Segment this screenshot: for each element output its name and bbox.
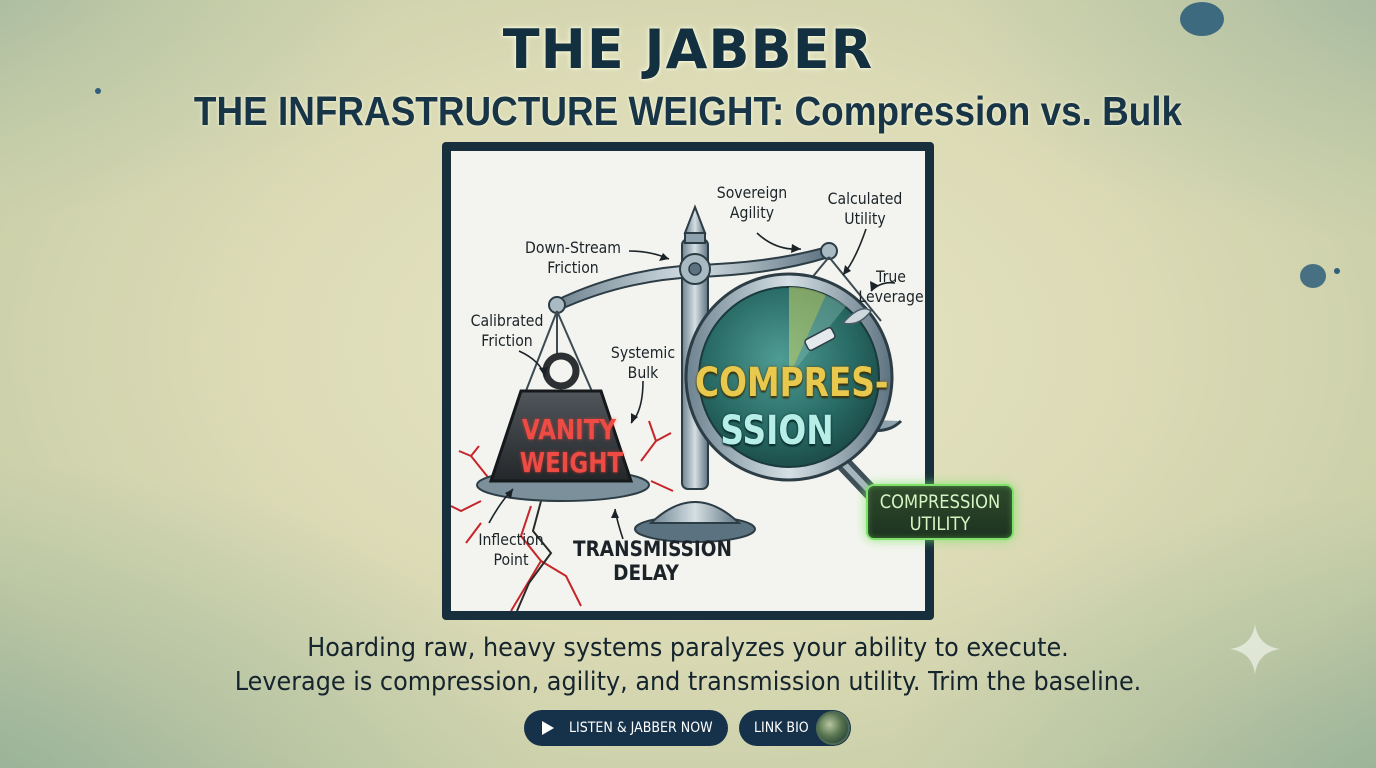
scale-base-bell	[648, 501, 742, 524]
page-subtitle: THE INFRASTRUCTURE WEIGHT: Compression v…	[193, 88, 1183, 134]
ink-splatter	[95, 88, 101, 94]
balance-scale-illustration	[451, 204, 903, 611]
compression-label: COMPRES-SSION	[695, 360, 889, 454]
ink-splatter	[1300, 264, 1326, 288]
ink-splatter	[1180, 2, 1224, 36]
page-title: THE JABBER	[502, 18, 874, 81]
vanity-weight	[488, 389, 634, 483]
listen-jabber-button[interactable]: LISTEN & JABBER NOW	[524, 710, 728, 746]
scale-finial	[683, 204, 707, 234]
avatar	[816, 711, 850, 745]
ground-crack	[516, 500, 553, 611]
usb-drive-icon	[804, 326, 836, 352]
link-bio-label: LINK BIO	[754, 720, 809, 736]
link-bio-button[interactable]: LINK BIO	[739, 710, 851, 746]
sparkle-icon	[1230, 624, 1280, 674]
feather-icon	[841, 308, 873, 325]
weight-ring	[542, 352, 580, 390]
listen-button-label: LISTEN & JABBER NOW	[569, 720, 713, 736]
tagline-line-1: Hoarding raw, heavy systems paralyzes yo…	[307, 633, 1069, 663]
play-icon	[542, 721, 554, 735]
crack-lines	[451, 420, 674, 611]
tagline-line-2: Leverage is compression, agility, and tr…	[234, 667, 1142, 697]
ink-splatter	[1334, 268, 1340, 274]
